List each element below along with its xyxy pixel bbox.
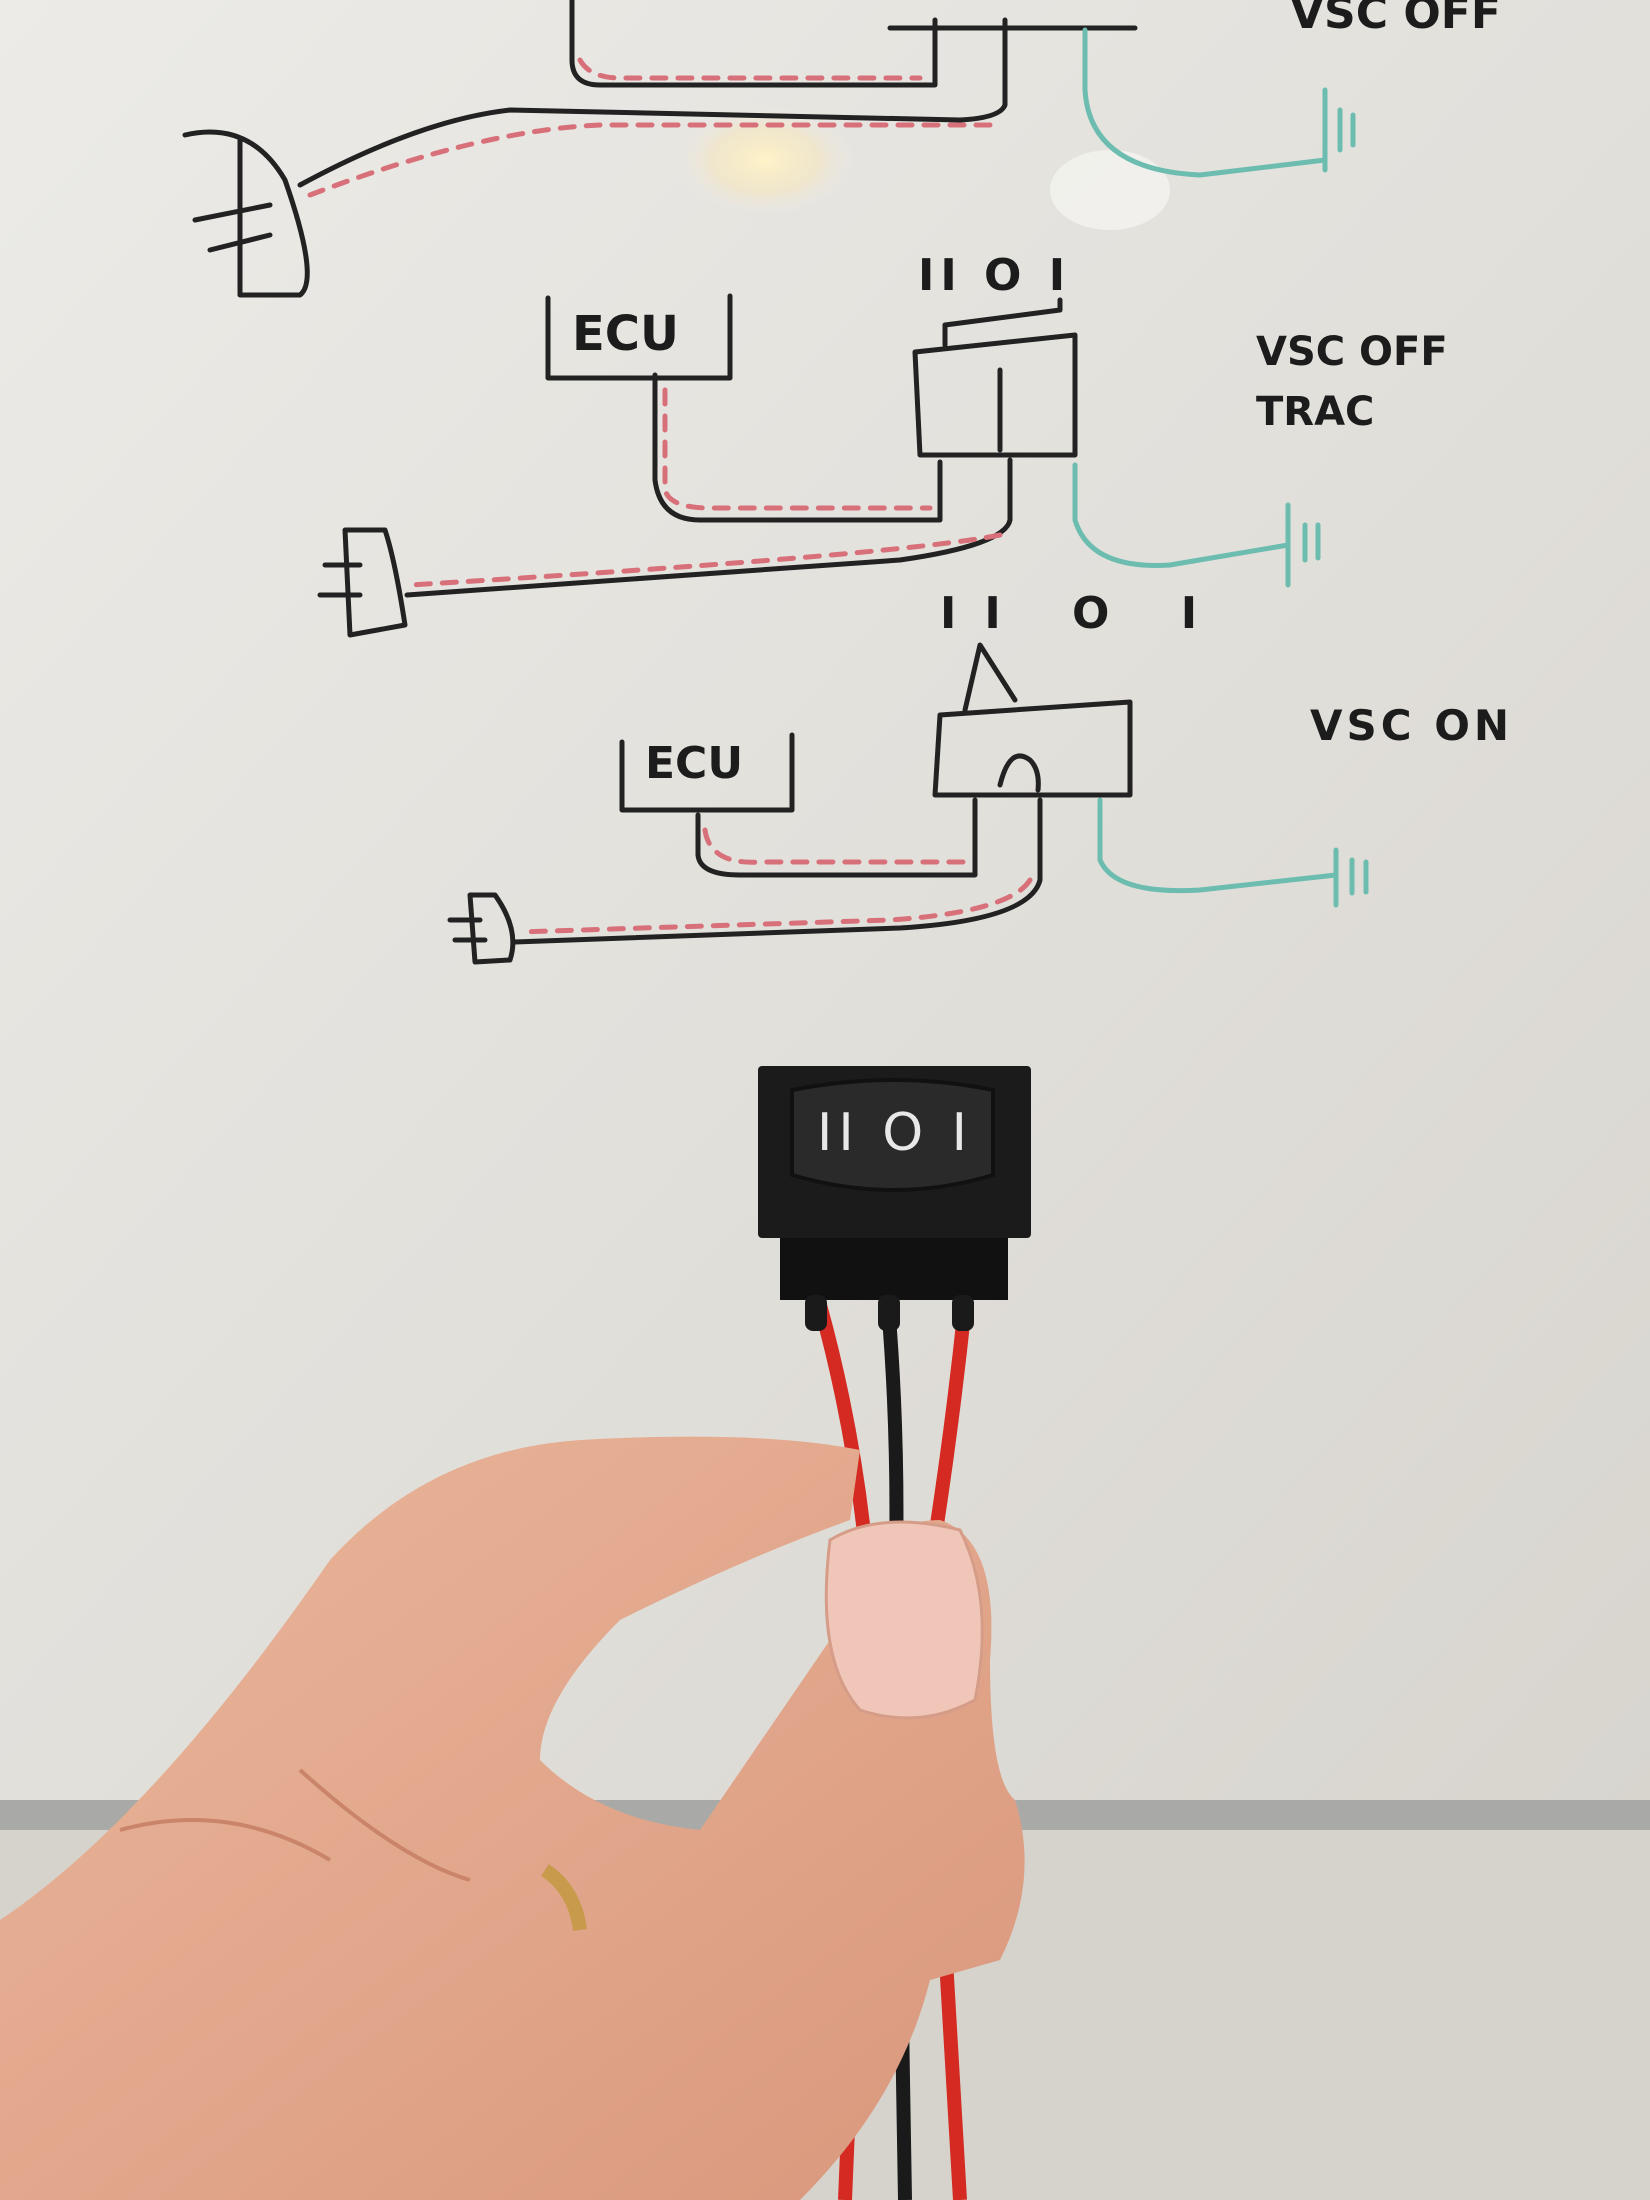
label-middle-line2: TRAC	[1256, 389, 1374, 435]
light-glare	[675, 105, 855, 215]
diagram-top: VSC OFF	[182, 0, 1501, 298]
switch-position-labels: II O I	[918, 250, 1071, 301]
label-middle-line1: VSC OFF	[1256, 329, 1448, 375]
switch-markings: II O I	[817, 1103, 973, 1163]
whiteboard	[0, 0, 1650, 1810]
ecu-label: ECU	[572, 306, 679, 362]
diagram-middle: ECU II O I VSC OFF TRAC	[317, 250, 1448, 638]
label-bottom: VSC ON	[1310, 701, 1513, 750]
switch-position-labels: II O I	[940, 588, 1225, 639]
light-glare	[1050, 150, 1170, 230]
rocker-switch[interactable]: II O I	[758, 1066, 1031, 1331]
diagram-bottom: ECU II O I VSC ON	[447, 588, 1513, 965]
hand	[0, 1436, 1025, 2200]
ecu-label: ECU	[645, 738, 743, 789]
ring	[540, 1864, 587, 1932]
label-top: VSC OFF	[1290, 0, 1501, 39]
